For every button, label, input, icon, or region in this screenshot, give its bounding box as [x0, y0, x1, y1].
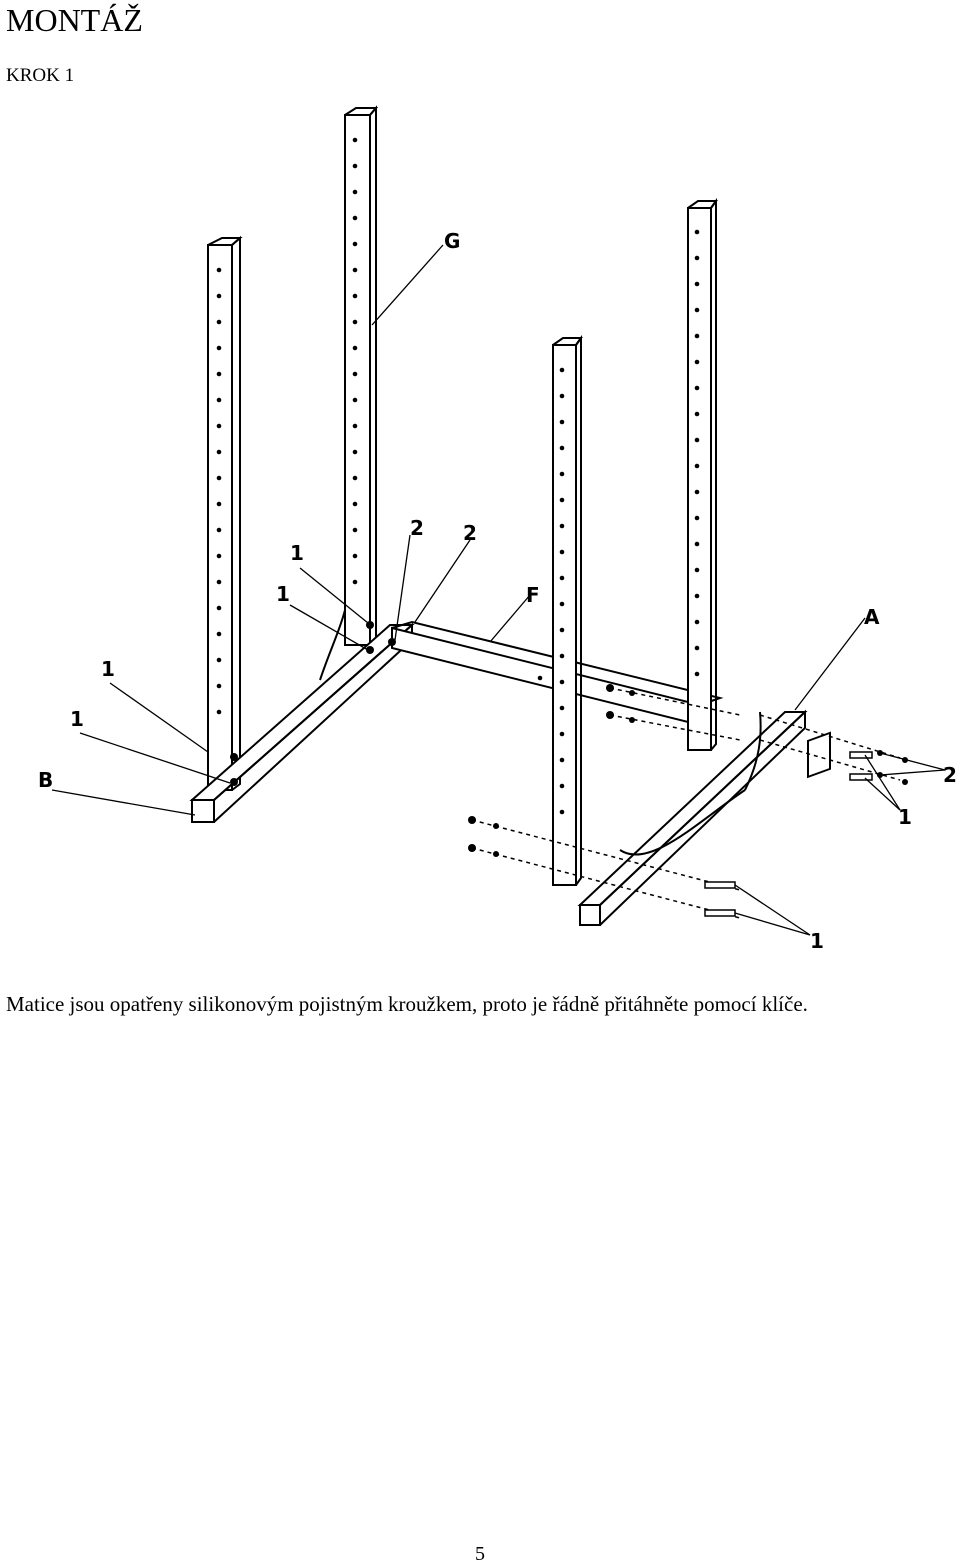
- upright-g: [344, 105, 379, 646]
- callout-a: A: [864, 605, 880, 629]
- callout-b: B: [38, 768, 53, 792]
- callout-2: 2: [410, 516, 424, 540]
- callout-1: 1: [898, 805, 912, 829]
- callout-1: 1: [810, 929, 824, 953]
- upright-right: [687, 197, 718, 751]
- callout-1: 1: [101, 657, 115, 681]
- callout-1: 1: [290, 541, 304, 565]
- callout-1: 1: [276, 582, 290, 606]
- callout-g: G: [444, 229, 460, 253]
- upright-front: [552, 334, 583, 886]
- callout-2: 2: [463, 521, 477, 545]
- upright-left: [207, 235, 243, 791]
- base-a: [577, 709, 831, 926]
- page-title: MONTÁŽ: [6, 2, 143, 38]
- instruction-note: Matice jsou opatřeny silikonovým pojistn…: [6, 992, 808, 1016]
- page-number: 5: [475, 1543, 485, 1565]
- callout-f: F: [526, 583, 540, 607]
- leader-lines: [51, 244, 946, 936]
- callout-1: 1: [70, 707, 84, 731]
- step-heading: KROK 1: [6, 65, 75, 86]
- assembly-diagram: G F A B 1 1 1 1 2 2 2 1 1: [38, 105, 957, 953]
- callout-2: 2: [943, 763, 957, 787]
